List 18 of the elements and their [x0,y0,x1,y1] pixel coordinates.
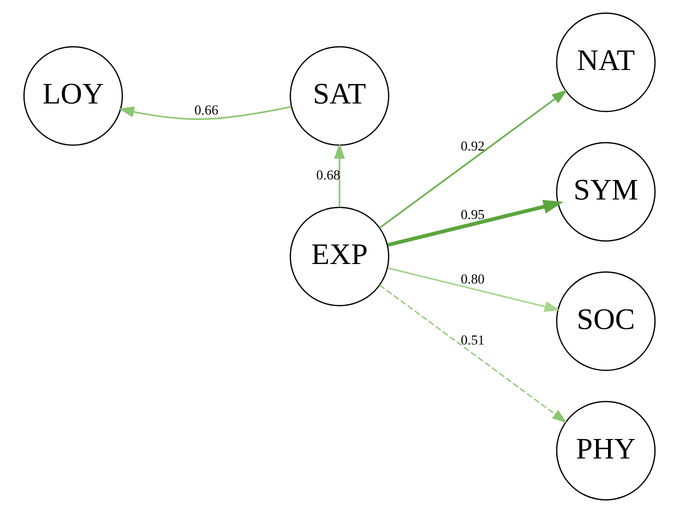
edge-label: 0.95 [460,206,484,222]
node-circle: PHY [556,400,656,500]
node-circle: SAT [289,46,389,146]
arrow [118,106,291,120]
node-circle: LOY [22,46,122,146]
edge-label: 0.80 [460,272,484,287]
edge-label: 0.66 [194,102,218,118]
arrow [334,143,344,207]
node-circle: SYM [556,142,656,242]
arrow [387,267,560,312]
arrow [386,200,563,247]
node-circle: SOC [556,271,656,371]
arrow [378,90,567,228]
arrow [378,284,567,424]
node-circle: EXP [289,206,389,306]
edge-label: 0.51 [460,332,484,348]
edge-label: 0.92 [460,138,484,154]
node-circle: NAT [556,12,656,112]
